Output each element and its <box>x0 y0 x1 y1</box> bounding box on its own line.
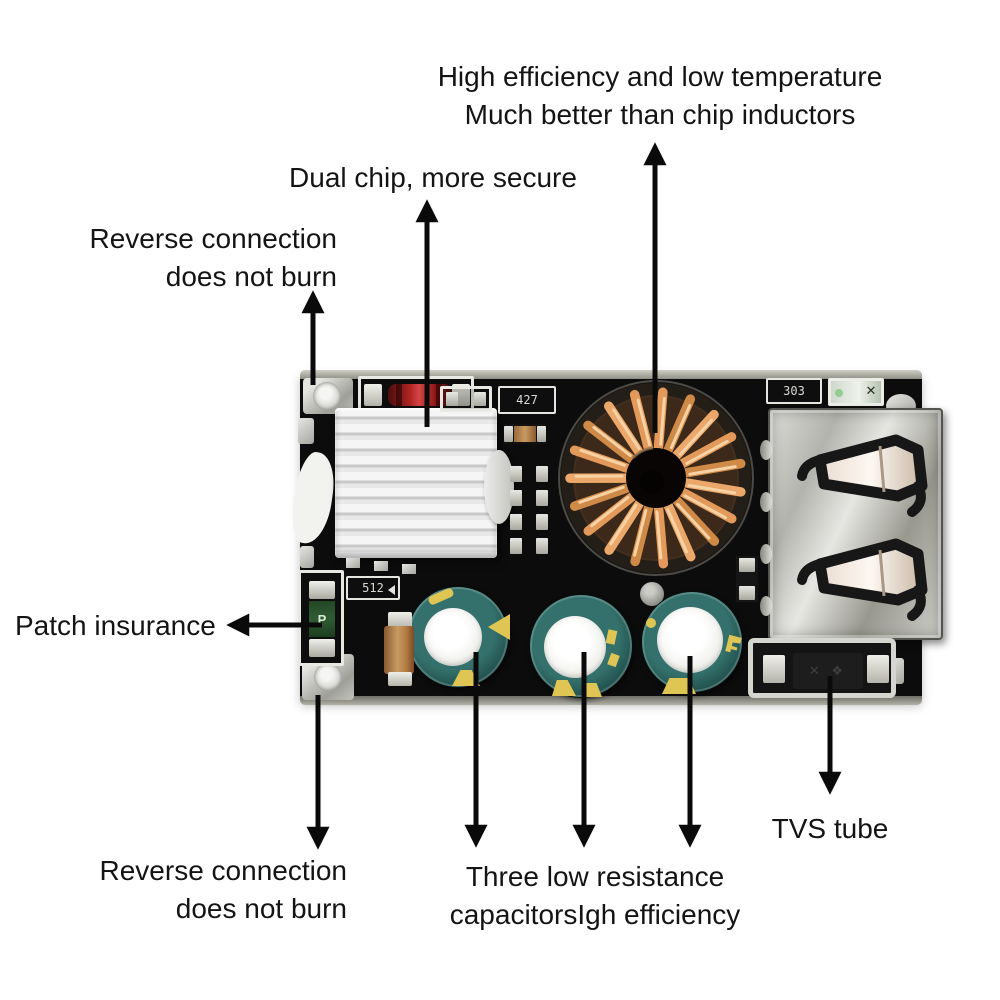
smd-pair <box>510 514 548 530</box>
fuse-cap <box>309 639 335 657</box>
tvs-marking: ✕ ❖ <box>808 663 848 678</box>
smd-512-marking: 512 <box>362 581 384 595</box>
annotation-dual-chip: Dual chip, more secure <box>285 159 581 197</box>
usb-pin <box>760 596 772 616</box>
smd-outline <box>440 386 492 412</box>
toroidal-inductor <box>558 380 754 576</box>
smd-resistor <box>504 424 546 444</box>
annotation-three-capacitors: Three low resistance capacitorsIgh effic… <box>434 858 756 934</box>
annotation-line: Reverse connection <box>99 855 347 886</box>
usb-pin <box>760 492 772 512</box>
pcb-top-edge <box>300 370 922 379</box>
led-glint <box>835 389 843 397</box>
led: ✕ <box>828 378 884 406</box>
capacitor-marking <box>452 670 480 686</box>
solder-pad <box>402 564 416 574</box>
capacitor-2-top <box>544 616 606 678</box>
usb-pin <box>760 544 772 564</box>
annotation-reverse-connection-top: Reverse connection does not burn <box>90 220 337 296</box>
smd-512: 512 <box>346 576 400 600</box>
annotation-line: capacitorsIgh efficiency <box>449 899 741 930</box>
pcb-bottom-edge <box>300 696 922 705</box>
silkscreen-arrow <box>388 585 395 595</box>
fuse-marking: P <box>317 611 327 627</box>
annotation-line: Patch insurance <box>15 610 216 641</box>
annotation-patch-insurance: Patch insurance <box>15 607 216 645</box>
annotation-line: does not burn <box>165 261 337 292</box>
heatsink-bulge <box>484 450 514 524</box>
diode-band <box>436 384 442 406</box>
annotation-line: Reverse connection <box>89 223 337 254</box>
annotation-line: Three low resistance <box>465 861 725 892</box>
solder-pad <box>300 546 314 568</box>
usb-contact-claw-bottom <box>797 538 928 621</box>
brown-cap-pad <box>388 672 412 686</box>
smd-303-marking: 303 <box>783 384 805 398</box>
smd-pair <box>510 538 548 554</box>
capacitor-1-top <box>424 608 482 666</box>
smd-427: 427 <box>498 386 556 414</box>
brown-capacitor <box>384 626 414 674</box>
tvs-diode: ✕ ❖ <box>793 653 863 689</box>
tvs-diode-area: ✕ ❖ <box>748 638 896 698</box>
annotation-high-efficiency: High efficiency and low temperature Much… <box>402 58 918 134</box>
annotation-reverse-connection-bottom: Reverse connection does not burn <box>100 852 347 928</box>
capacitor-3-top <box>657 607 723 673</box>
smd-303: 303 <box>766 378 822 404</box>
usb-contact-claw-top <box>797 434 928 517</box>
capacitor-marking <box>582 683 602 697</box>
mounting-hole <box>313 382 341 410</box>
annotation-line: does not burn <box>175 893 347 924</box>
smd-427-marking: 427 <box>516 393 538 407</box>
tvs-pad-left <box>763 655 785 683</box>
led-cathode-mark: ✕ <box>865 383 877 398</box>
brown-cap-pad <box>388 612 412 628</box>
solder-pad <box>346 558 360 568</box>
smd-pair <box>510 466 548 482</box>
mounting-hole <box>314 663 342 691</box>
solder-pad <box>374 561 388 571</box>
solder-pad <box>298 418 314 444</box>
annotation-line: High efficiency and low temperature <box>437 61 883 92</box>
smd-vertical <box>736 556 758 602</box>
annotation-line: Much better than chip inductors <box>464 99 856 130</box>
fuse-cap <box>309 581 335 599</box>
annotation-line: Dual chip, more secure <box>289 162 577 193</box>
heatsink <box>335 408 497 558</box>
smd-pair <box>510 490 548 506</box>
diode-pad-left <box>364 384 382 406</box>
diode-band <box>396 384 402 406</box>
annotation-line: TVS tube <box>771 813 889 844</box>
tvs-pad-right <box>867 655 889 683</box>
annotation-tvs-tube: TVS tube <box>770 810 890 848</box>
fuse-body: P <box>309 601 335 637</box>
usb-pin <box>760 440 772 460</box>
fuse-patch-insurance: P <box>298 570 344 666</box>
capacitor-marking <box>646 618 656 628</box>
